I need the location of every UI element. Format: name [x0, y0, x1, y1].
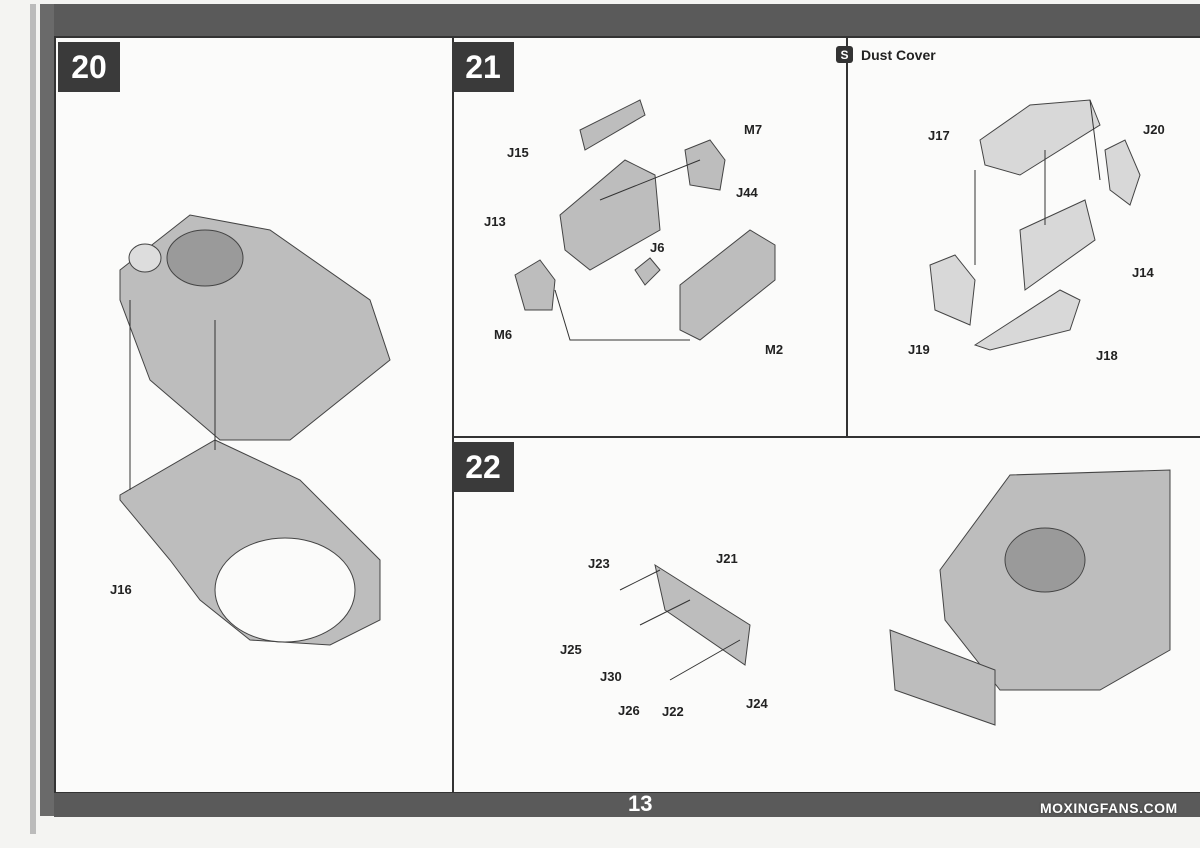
dust-cover-header: S Dust Cover: [836, 46, 936, 63]
j21-part: [654, 563, 751, 666]
bottom-bar: [54, 793, 1200, 817]
m2-part: [679, 229, 776, 341]
j6-part: [634, 257, 661, 286]
dust-cover-title: Dust Cover: [861, 46, 936, 63]
j14-part: [1019, 199, 1096, 291]
j15-part: [579, 99, 646, 151]
part-label: M6: [494, 327, 513, 342]
top-bar: [40, 4, 1200, 36]
m7-part: [684, 139, 726, 191]
part-label: J6: [650, 240, 665, 255]
m6-part: [514, 259, 556, 311]
part-label: J21: [716, 551, 738, 566]
part-label: J25: [560, 642, 582, 657]
part-label: J26: [618, 703, 640, 718]
part-label: J14: [1132, 265, 1154, 280]
part-label: J16: [110, 582, 132, 597]
part-label: J13: [484, 214, 506, 229]
optional-icon: S: [836, 46, 853, 63]
part-label: J18: [1096, 348, 1118, 363]
page-number: 13: [628, 791, 653, 816]
part-label: M2: [765, 342, 784, 357]
part-label: J30: [600, 669, 622, 684]
part-label: M7: [744, 122, 763, 137]
j17-part: [979, 99, 1101, 176]
left-bar: [40, 4, 54, 816]
watermark: MOXINGFANS.COM: [1040, 800, 1178, 816]
j20-part: [1104, 139, 1141, 206]
j13-part: [559, 159, 661, 271]
turret-part: [119, 214, 391, 441]
part-label: J44: [736, 185, 758, 200]
j18-part: [973, 289, 1081, 351]
step-number: 22: [452, 442, 514, 492]
part-label: J22: [662, 704, 684, 719]
part-label: J17: [928, 128, 950, 143]
part-label: J19: [908, 342, 930, 357]
part-label: J23: [588, 556, 610, 571]
part-label: J20: [1143, 122, 1165, 137]
step-number: 20: [58, 42, 120, 92]
step-number: 21: [452, 42, 514, 92]
part-label: J24: [746, 696, 768, 711]
part-label: J15: [507, 145, 529, 160]
step-21-panel: 21: [452, 36, 848, 438]
j19-part: [929, 254, 976, 326]
page-binding-edge: [30, 4, 36, 834]
plate-part: [889, 629, 996, 726]
